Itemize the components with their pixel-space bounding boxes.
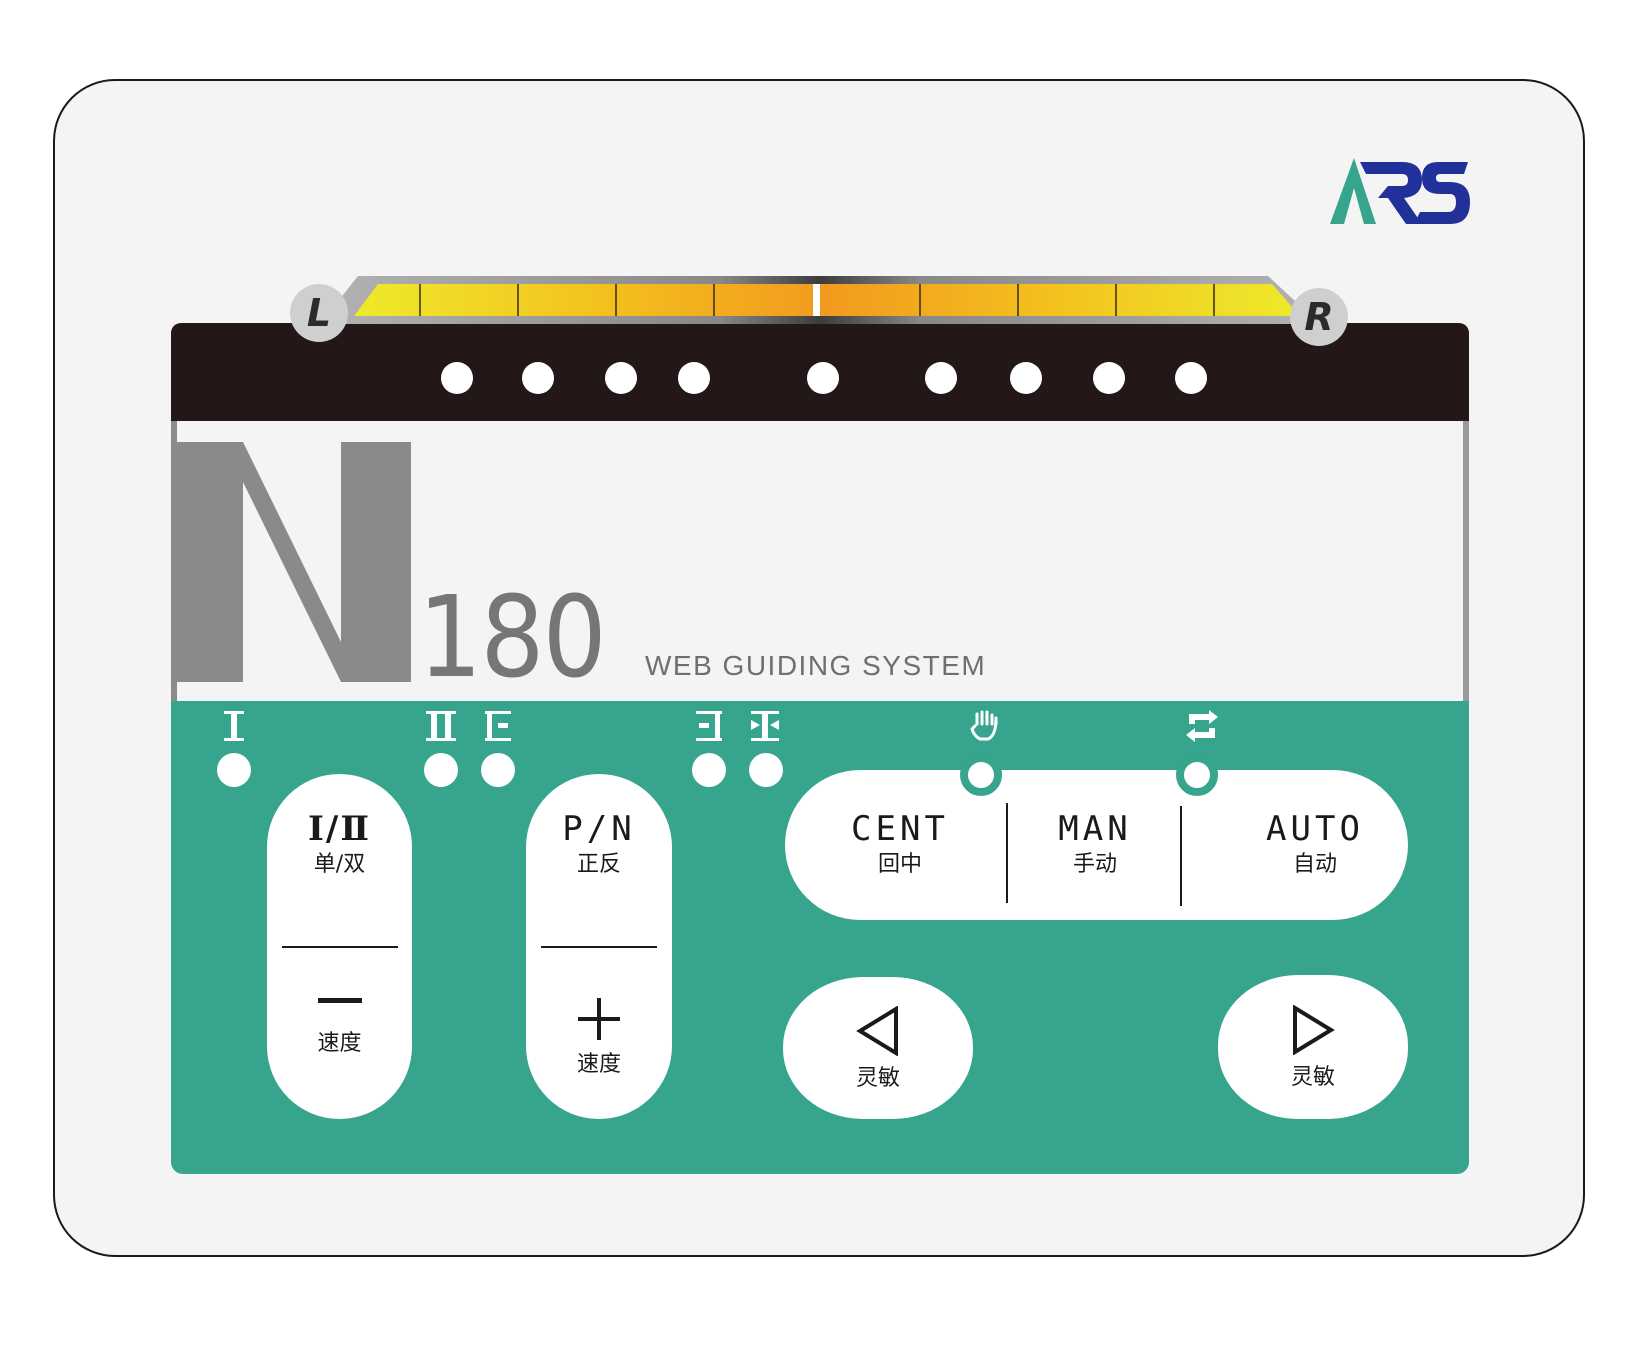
- deviation-indicator: [320, 276, 1320, 324]
- double-mode-led: [424, 753, 458, 787]
- minus-icon: [317, 998, 362, 1003]
- position-led-3: [605, 362, 637, 394]
- man-button[interactable]: MAN 手动: [1058, 809, 1132, 877]
- sensitivity-right-button[interactable]: 灵敏: [1218, 975, 1408, 1119]
- position-led-7: [1010, 362, 1042, 394]
- mode-speed-minus-key: I/Ⅱ 单/双 速度: [267, 774, 412, 1119]
- tagline: WEB GUIDING SYSTEM: [645, 650, 987, 681]
- model-number: 180: [418, 573, 607, 703]
- right-triangle-icon: [1293, 1005, 1335, 1055]
- left-triangle-icon: [856, 1006, 898, 1056]
- left-edge-icon: [485, 711, 511, 741]
- right-indicator-label: R: [1290, 288, 1348, 346]
- center-line-icon: [751, 711, 779, 741]
- sensitivity-left-button[interactable]: 灵敏: [783, 977, 973, 1119]
- polarity-speed-plus-key: P/N 正反 速度: [526, 774, 672, 1119]
- hand-icon: [970, 710, 998, 741]
- auto-cycle-icon: [1186, 710, 1218, 742]
- auto-mode-led: [1176, 754, 1218, 796]
- position-led-9: [1175, 362, 1207, 394]
- auto-button[interactable]: AUTO 自动: [1266, 809, 1364, 877]
- single-mode-icon: [224, 711, 244, 741]
- center-line-led: [749, 753, 783, 787]
- position-led-6: [925, 362, 957, 394]
- position-led-4: [678, 362, 710, 394]
- polarity-button[interactable]: P/N 正反: [562, 809, 636, 877]
- position-led-center: [807, 362, 839, 394]
- key-divider: [281, 946, 398, 948]
- mode-separator: [1180, 806, 1182, 906]
- mode-selector: [785, 770, 1408, 920]
- single-double-button[interactable]: I/Ⅱ 单/双: [308, 809, 371, 877]
- position-led-1: [441, 362, 473, 394]
- speed-plus-button[interactable]: 速度: [526, 948, 672, 1119]
- right-edge-led: [692, 753, 726, 787]
- position-led-2: [522, 362, 554, 394]
- cent-button[interactable]: CENT 回中: [851, 809, 949, 877]
- speed-minus-button[interactable]: 速度: [267, 948, 412, 1119]
- model-letter-n: [171, 442, 411, 682]
- ars-logo: [1330, 158, 1470, 224]
- key-divider: [541, 946, 657, 948]
- position-led-8: [1093, 362, 1125, 394]
- plus-icon: [578, 998, 620, 1040]
- double-mode-icon: [426, 711, 456, 741]
- left-indicator-label: L: [290, 284, 348, 342]
- left-edge-led: [481, 753, 515, 787]
- right-edge-icon: [696, 711, 722, 741]
- manual-mode-led: [960, 754, 1002, 796]
- single-mode-led: [217, 753, 251, 787]
- mode-separator: [1006, 803, 1008, 903]
